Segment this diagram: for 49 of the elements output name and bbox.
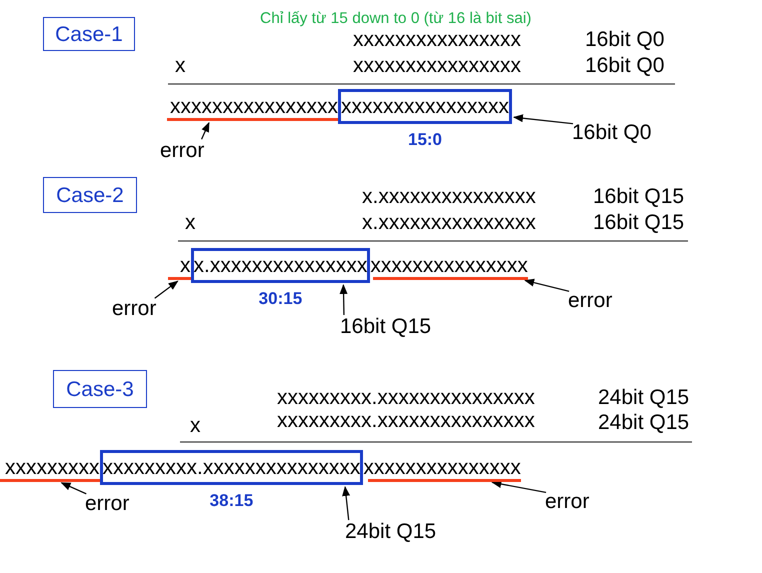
leader-arrow — [60, 482, 86, 494]
leader-arrow — [340, 284, 348, 316]
result-bits: x — [180, 255, 190, 276]
leader-arrow — [524, 278, 570, 292]
operand-bits: x.xxxxxxxxxxxxxxx — [362, 186, 536, 207]
case-box: Case-1 — [43, 17, 135, 51]
format-label: 24bit Q15 — [598, 412, 690, 433]
note-text: Chỉ lấy từ 15 down to 0 (từ 16 là bit sai) — [260, 11, 532, 26]
operand-bits: xxxxxxxxxxxxxxxx — [353, 55, 521, 76]
error-underline — [167, 118, 338, 121]
callout-text: 16bit Q0 — [572, 122, 652, 143]
multiply-sign: x — [190, 415, 200, 436]
callout-text: error — [112, 298, 156, 319]
format-label: 24bit Q15 — [598, 387, 690, 408]
error-underline — [168, 277, 190, 280]
leader-arrow — [201, 122, 210, 140]
format-label: 16bit Q15 — [593, 186, 684, 207]
format-label: 16bit Q0 — [585, 29, 664, 50]
operand-bits: xxxxxxxxx.xxxxxxxxxxxxxxx — [277, 410, 535, 431]
result-bits: xxxxxxxxxxxxxxx — [363, 457, 521, 478]
error-underline — [0, 479, 100, 482]
case-box: Case-3 — [53, 370, 147, 408]
error-underline — [368, 479, 521, 482]
leader-arrow — [154, 280, 178, 299]
operand-bits: xxxxxxxxx.xxxxxxxxxxxxxxx — [277, 387, 535, 408]
bit-range-label: 15:0 — [408, 131, 442, 148]
callout-text: error — [85, 493, 130, 514]
callout-text: error — [545, 491, 590, 512]
multiply-sign: x — [175, 55, 186, 76]
highlight-box: xxxxxxxxxxxxxxxx — [338, 89, 512, 124]
callout-text: error — [568, 290, 612, 311]
format-label: 16bit Q0 — [585, 55, 664, 76]
bit-range-label: 30:15 — [258, 290, 302, 307]
bit-range-label: 38:15 — [210, 492, 254, 509]
callout-text: 16bit Q15 — [340, 316, 432, 337]
callout-text: error — [160, 140, 204, 161]
result-bits: xxxxxxxxxxxxxxx — [370, 255, 528, 276]
case-box: Case-2 — [43, 177, 137, 213]
leader-arrow — [491, 480, 546, 494]
operand-bits: xxxxxxxxxxxxxxxx — [353, 29, 521, 50]
result-bits: xxxxxxxxx — [5, 457, 100, 478]
multiply-sign: x — [185, 212, 196, 233]
error-underline — [373, 277, 528, 280]
operand-bits: x.xxxxxxxxxxxxxxx — [362, 212, 536, 233]
result-bits: xxxxxxxxxxxxxxxx — [170, 96, 338, 117]
leader-arrow — [513, 114, 574, 124]
format-label: 16bit Q15 — [593, 212, 684, 233]
callout-text: 24bit Q15 — [345, 521, 436, 542]
leader-arrow — [342, 486, 350, 520]
